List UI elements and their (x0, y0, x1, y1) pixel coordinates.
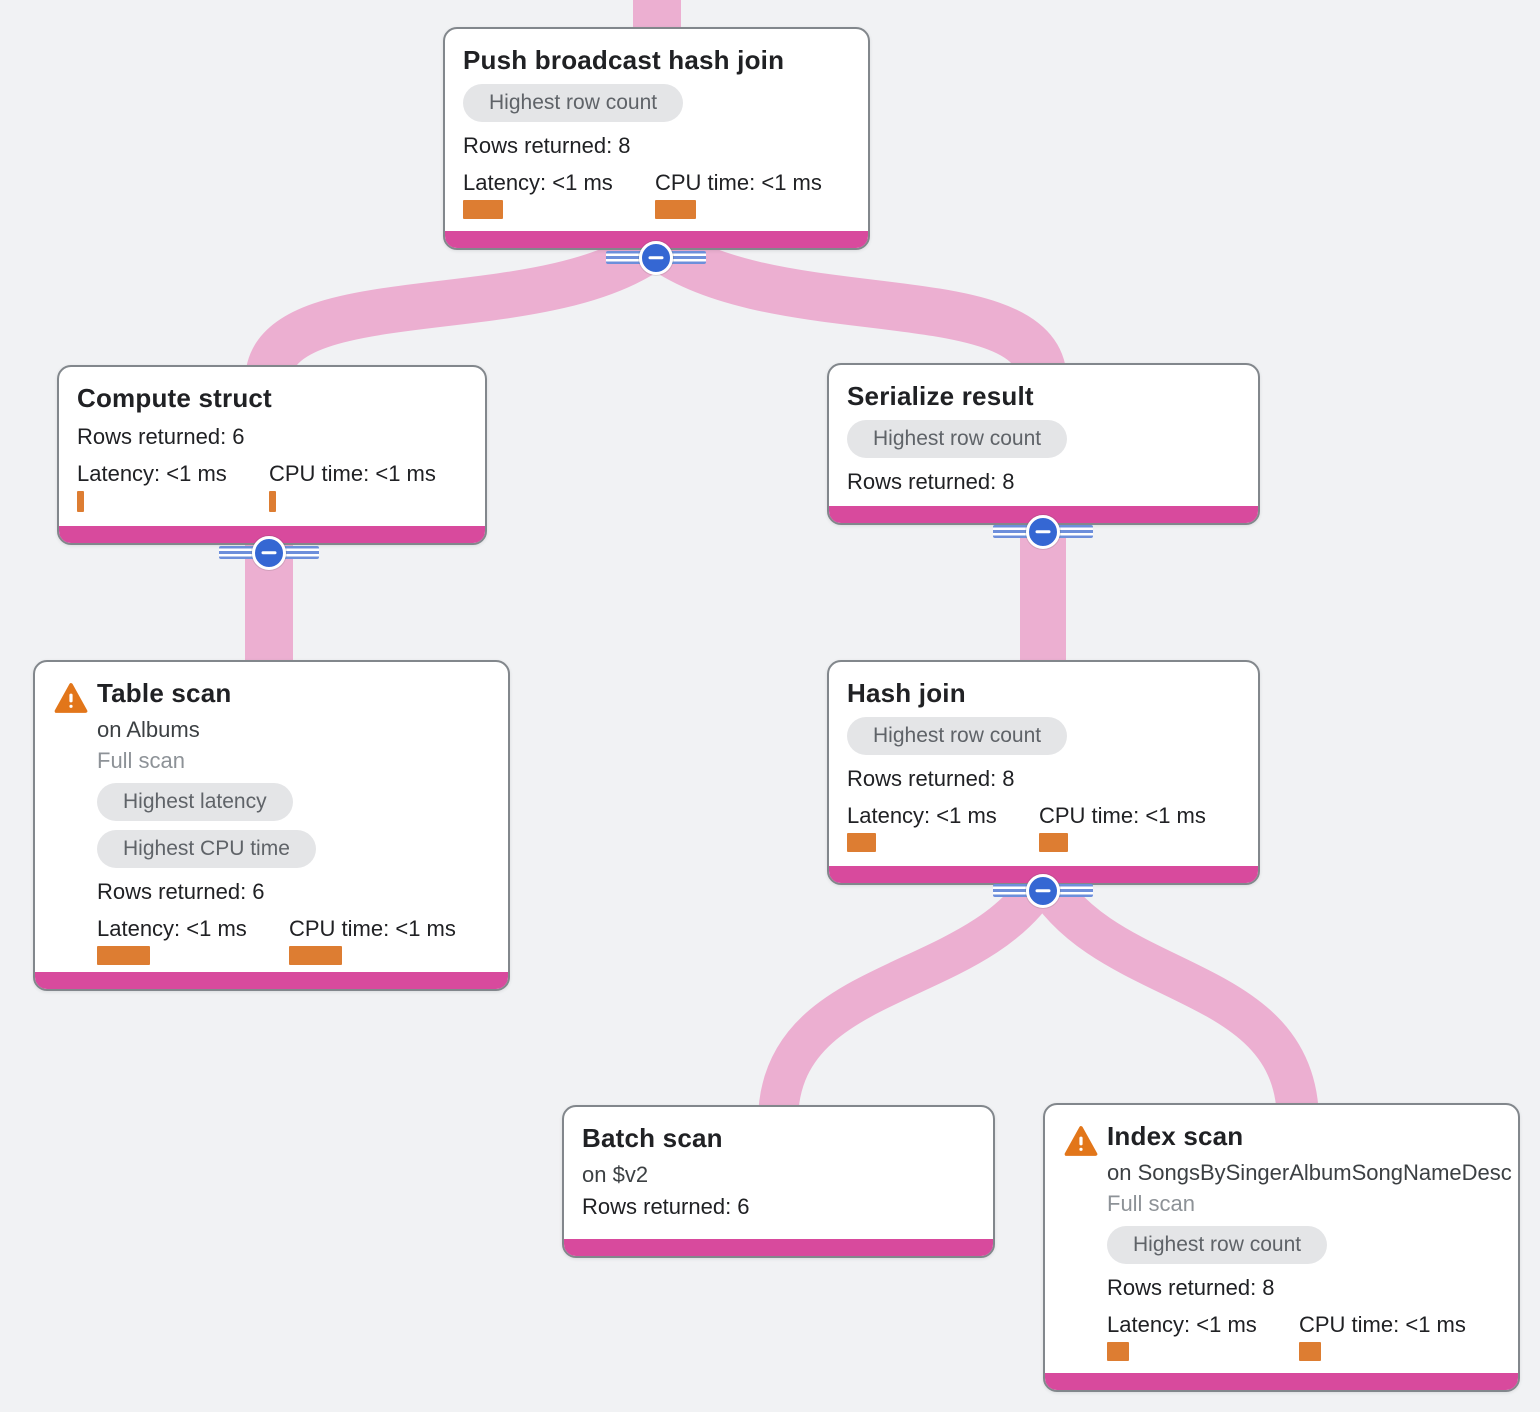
rows-returned-text: Rows returned: 8 (463, 133, 631, 158)
minus-icon (1026, 514, 1060, 549)
scan-target-text: on $v2 (582, 1162, 649, 1187)
edge-hash-join-to-batch-scan (758, 867, 1061, 1123)
cpu-time-bar (289, 946, 342, 965)
minus-icon (252, 535, 286, 570)
node-footer-bar (35, 972, 508, 989)
scan-type-text: Full scan (1107, 1191, 1196, 1216)
latency-label: Latency: <1 ms (1107, 1312, 1257, 1337)
rows-returned-text: Rows returned: 6 (97, 879, 265, 904)
node-footer-bar (59, 526, 485, 543)
cpu-time-label: CPU time: <1 ms (289, 916, 456, 941)
plan-node-push-broadcast-hash-join[interactable]: Push broadcast hash join Highest row cou… (443, 27, 870, 250)
plan-node-index-scan[interactable]: Index scan on SongsBySingerAlbumSongName… (1043, 1103, 1520, 1392)
edge-push-broadcast-to-compute-struct (245, 225, 672, 385)
latency-bar (1107, 1342, 1129, 1361)
cpu-time-label: CPU time: <1 ms (655, 170, 822, 195)
scan-type-text: Full scan (97, 748, 186, 773)
highest-row-count-badge: Highest row count (847, 420, 1068, 458)
highest-row-count-badge: Highest row count (847, 717, 1068, 755)
collapse-button-compute-struct[interactable] (219, 535, 319, 570)
node-footer-bar (564, 1239, 993, 1256)
plan-node-serialize-result[interactable]: Serialize result Highest row count Rows … (827, 363, 1260, 525)
node-footer-bar (1045, 1373, 1518, 1390)
node-title: Compute struct (77, 383, 272, 413)
minus-icon (639, 240, 673, 275)
scan-target-text: on Albums (97, 717, 200, 742)
node-title: Hash join (847, 678, 966, 708)
collapse-button-hash-join[interactable] (993, 873, 1093, 908)
latency-bar (847, 833, 876, 852)
warning-icon (54, 683, 88, 713)
collapse-button-serialize-result[interactable] (993, 514, 1093, 549)
node-title: Serialize result (847, 381, 1034, 411)
rows-returned-text: Rows returned: 6 (77, 424, 245, 449)
plan-node-hash-join[interactable]: Hash join Highest row count Rows returne… (827, 660, 1260, 885)
node-title: Index scan (1107, 1121, 1244, 1151)
node-title: Push broadcast hash join (463, 45, 785, 75)
minus-icon (1026, 873, 1060, 908)
latency-label: Latency: <1 ms (77, 461, 227, 486)
cpu-time-bar (269, 491, 276, 512)
latency-bar (77, 491, 84, 512)
node-title: Table scan (97, 678, 232, 708)
scan-target-text: on SongsBySingerAlbumSongNameDesc (1107, 1160, 1512, 1185)
highest-row-count-badge: Highest row count (1107, 1226, 1328, 1264)
plan-node-table-scan[interactable]: Table scan on Albums Full scan Highest l… (33, 660, 510, 991)
latency-bar (463, 200, 503, 219)
rows-returned-text: Rows returned: 8 (847, 469, 1015, 494)
node-footer-bar (445, 231, 868, 248)
cpu-time-label: CPU time: <1 ms (1039, 803, 1206, 828)
node-title: Batch scan (582, 1123, 723, 1153)
highest-cpu-time-badge: Highest CPU time (97, 830, 316, 868)
collapse-button-push-broadcast[interactable] (606, 240, 706, 275)
edge-hash-join-to-index-scan (1024, 866, 1319, 1123)
cpu-time-bar (1039, 833, 1068, 852)
rows-returned-text: Rows returned: 8 (847, 766, 1015, 791)
plan-node-compute-struct[interactable]: Compute struct Rows returned: 6 Latency:… (57, 365, 487, 545)
highest-latency-badge: Highest latency (97, 783, 293, 821)
warning-icon (1064, 1126, 1098, 1156)
latency-bar (97, 946, 150, 965)
edge-push-broadcast-to-serialize-result (642, 224, 1067, 385)
latency-label: Latency: <1 ms (463, 170, 613, 195)
cpu-time-label: CPU time: <1 ms (269, 461, 436, 486)
cpu-time-label: CPU time: <1 ms (1299, 1312, 1466, 1337)
rows-returned-text: Rows returned: 8 (1107, 1275, 1275, 1300)
cpu-time-bar (655, 200, 696, 219)
cpu-time-bar (1299, 1342, 1321, 1361)
rows-returned-text: Rows returned: 6 (582, 1194, 750, 1219)
latency-label: Latency: <1 ms (97, 916, 247, 941)
latency-label: Latency: <1 ms (847, 803, 997, 828)
highest-row-count-badge: Highest row count (463, 84, 684, 122)
plan-node-batch-scan[interactable]: Batch scan on $v2 Rows returned: 6 (562, 1105, 995, 1258)
